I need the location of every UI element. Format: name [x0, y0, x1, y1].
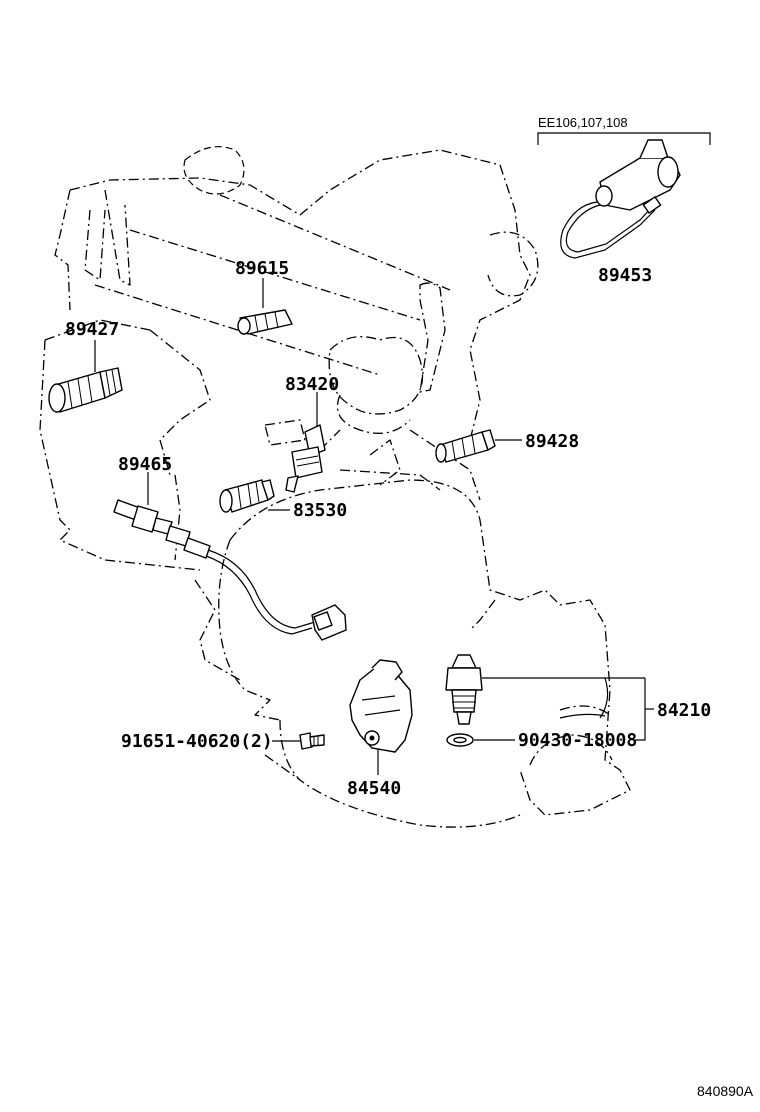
part-number-83530: 83530 — [293, 500, 347, 521]
bolt-icon — [272, 732, 325, 750]
part-number-89428: 89428 — [525, 431, 579, 452]
part-83420[interactable]: 83420 — [285, 374, 339, 493]
part-83530[interactable]: 83530 — [219, 479, 347, 521]
part-89427[interactable]: 89427 — [48, 319, 123, 413]
oxygen-sensor-icon — [113, 472, 347, 641]
part-number-83420: 83420 — [285, 374, 339, 395]
part-number-89465: 89465 — [118, 454, 172, 475]
gasket-icon — [446, 733, 515, 747]
oil-pressure-switch-icon — [285, 392, 326, 493]
part-89428[interactable]: 89428 — [435, 429, 579, 463]
part-number-89615: 89615 — [235, 258, 289, 279]
speed-sensor-plug-icon — [445, 654, 645, 725]
part-number-90430: 90430-18008 — [518, 730, 637, 751]
part-number-89427: 89427 — [65, 319, 119, 340]
part-number-84540: 84540 — [347, 778, 401, 799]
threaded-sensor-icon — [48, 340, 123, 413]
part-89465[interactable]: 89465 — [113, 454, 347, 641]
engine-outline — [39, 146, 631, 828]
pressure-switch-icon — [237, 278, 293, 335]
part-89615[interactable]: 89615 — [235, 258, 293, 335]
variant-bracket: EE106,107,108 — [537, 115, 711, 145]
part-84210[interactable]: 84210 — [445, 654, 711, 741]
figure-code: 840890A — [697, 1083, 754, 1099]
switch-sensor-icon — [219, 479, 290, 513]
part-number-84210: 84210 — [657, 700, 711, 721]
temperature-sensor-icon — [435, 429, 522, 463]
part-number-89453: 89453 — [598, 265, 652, 286]
part-90430[interactable]: 90430-18008 — [446, 730, 637, 751]
neutral-start-switch-icon — [349, 659, 413, 775]
part-84540[interactable]: 84540 — [347, 659, 413, 799]
speed-sensor-icon — [560, 139, 681, 259]
variant-label: EE106,107,108 — [538, 115, 628, 130]
part-number-91651: 91651-40620(2) — [121, 731, 273, 752]
part-91651[interactable]: 91651-40620(2) — [121, 731, 325, 752]
part-89453[interactable]: 89453 — [560, 139, 681, 286]
